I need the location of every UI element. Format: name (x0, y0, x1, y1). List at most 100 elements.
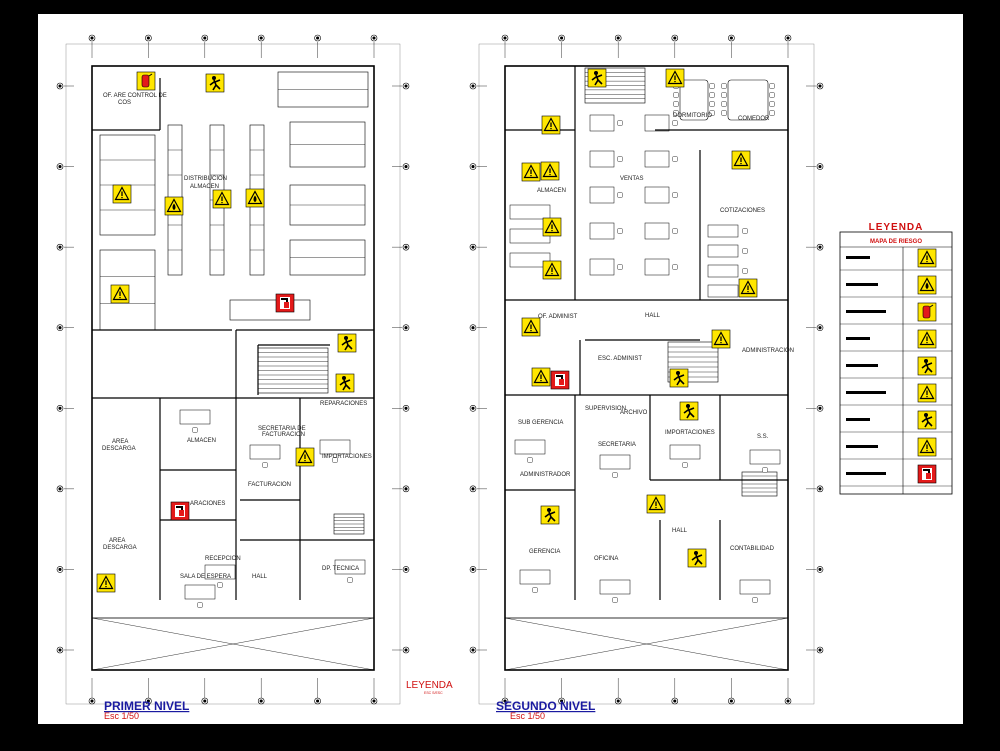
legend-row-text-bar (846, 337, 870, 340)
floor1-desk (334, 559, 366, 575)
legend-row-text-bar (846, 256, 870, 259)
floor1-title: PRIMER NIVEL (104, 699, 189, 713)
room-reparaciones: REPARACIONES (320, 401, 367, 407)
room-hall-3: HALL (672, 528, 688, 534)
room-sub-gerencia: SUB GERENCIA (518, 420, 563, 426)
room-area-descarga-2: AREA (109, 538, 125, 544)
legend-subtitle: MAPA DE RIESGO (870, 239, 922, 245)
floor2-desk (644, 114, 670, 132)
room-area-descarga-2b: DESCARGA (103, 545, 137, 551)
floor2-desk (707, 244, 739, 258)
room-oficina: OFICINA (594, 556, 618, 562)
floor2-desk (644, 150, 670, 168)
room-facturacion-sub: FACTURACION (262, 432, 305, 438)
legend-row-text-bar (846, 283, 878, 286)
mask-required-icon (917, 329, 937, 349)
floor2-desk (589, 258, 615, 276)
floor1-storage-rack (99, 249, 156, 331)
room-area-descarga-1b: DESCARGA (102, 446, 136, 452)
floor2-front-diag (504, 617, 789, 671)
legend-row-text-bar (846, 310, 886, 313)
room-control-sub: COS (118, 100, 131, 106)
room-esc-admin: ESC. ADMINIST (598, 356, 642, 362)
floor1-desk (179, 409, 211, 425)
room-hall: HALL (252, 574, 268, 580)
room-supervision: SUPERVISION (585, 406, 626, 412)
fire-alarm-icon (917, 464, 937, 484)
small-legend-sub: ESC S/ESC (424, 691, 443, 695)
room-importaciones-2: IMPORTACIONES (665, 430, 715, 436)
floor2-desk (644, 186, 670, 204)
floor2-front-strip (504, 617, 789, 671)
floor1-desk (204, 564, 236, 580)
room-contabilidad: CONTABILIDAD (730, 546, 775, 552)
room-ventas: VENTAS (620, 176, 644, 182)
floor2-scale: Esc 1/50 (510, 711, 545, 721)
room-recepcion: RECEPCION (205, 556, 241, 562)
room-importaciones: IMPORTACIONES (322, 454, 372, 460)
floor2-dim-frame (478, 43, 815, 705)
fire-hazard-icon (917, 275, 937, 295)
floor2-desk (589, 150, 615, 168)
paper (38, 14, 963, 724)
legend-title: LEYENDA (869, 222, 924, 233)
first-aid-icon (917, 356, 937, 376)
warning-triangle-icon (917, 248, 937, 268)
floor2-desk (599, 579, 631, 595)
floor2-desk (519, 569, 551, 585)
room-tecnica: DP. TECNICA (322, 566, 359, 572)
floor2-dining-table (679, 79, 709, 121)
floor2-shelf (509, 204, 551, 220)
room-almacen-top: ALMACEN (190, 184, 219, 190)
room-comedor: COMEDOR (738, 116, 770, 122)
room-gerencia: GERENCIA (529, 549, 560, 555)
floor2-title: SEGUNDO NIVEL (496, 699, 595, 713)
floor2-desk (589, 114, 615, 132)
floor2-shelf (509, 252, 551, 268)
room-control: OF. ARE CONTROL DE (103, 93, 167, 99)
floor2-desk (589, 186, 615, 204)
room-of-admin: OF. ADMINIST (538, 314, 578, 320)
room-administrador: ADMINISTRADOR (520, 472, 571, 478)
floor1-desk (319, 439, 351, 455)
floor1-front-diag (91, 617, 375, 671)
room-sala-espera: SALA DE ESPERA (180, 574, 231, 580)
room-distribucion: DISTRIBUCION (184, 176, 227, 182)
legend-row-text-bar (846, 391, 886, 394)
floor1-desk (249, 444, 281, 460)
floor2-desk (707, 284, 739, 298)
floor1-dim-frame (65, 43, 401, 705)
room-hall-2: HALL (645, 313, 661, 319)
floor2-desk (707, 224, 739, 238)
room-dormitorio: DORMITORIO (673, 113, 712, 119)
room-administracion: ADMINISTRACION (742, 348, 794, 354)
floor2-desk (739, 579, 771, 595)
room-secretaria: SECRETARIA DE (258, 426, 306, 432)
floor1-scale: Esc 1/50 (104, 711, 139, 721)
floor1-bench (229, 299, 311, 321)
floor2-dining-table (727, 79, 769, 121)
room-cotizaciones: COTIZACIONES (720, 208, 765, 214)
floor2-desk (644, 258, 670, 276)
emergency-exit-icon (917, 437, 937, 457)
floor1-desk (184, 584, 216, 600)
legend-row-text-bar (846, 418, 870, 421)
room-area-descarga-1: AREA (112, 439, 128, 445)
electrical-hazard-icon (917, 410, 937, 430)
floor2-desk (707, 264, 739, 278)
room-reparaciones-2: ARACIONES (190, 501, 225, 507)
legend-row-text-bar (846, 364, 878, 367)
legend-row-text-bar (846, 472, 886, 475)
room-ss: S.S. (757, 434, 769, 440)
floor2-desk (669, 444, 701, 460)
room-almacen-2: ALMACEN (537, 188, 566, 194)
floor2-desk (514, 439, 546, 455)
floor2-desk (589, 222, 615, 240)
room-almacen: ALMACEN (187, 438, 216, 444)
legend-row-text-bar (846, 445, 878, 448)
small-legend-label: LEYENDA (406, 680, 453, 691)
